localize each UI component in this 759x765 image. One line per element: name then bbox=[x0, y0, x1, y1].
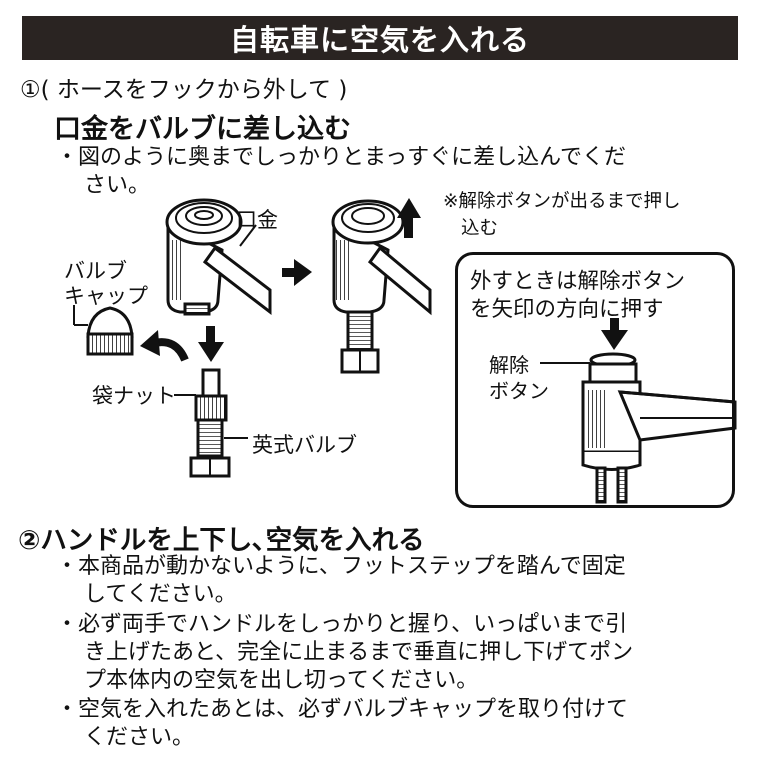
release-button-detail bbox=[540, 318, 737, 504]
step2-bullet1-line1: ・本商品が動かないように、フットステップを踏んで固定 bbox=[56, 554, 626, 579]
step1-heading: 口金をバルブに差し込む bbox=[54, 114, 351, 145]
step2-bullet3-line1: ・空気を入れたあとは、必ずバルブキャップを取り付けて bbox=[56, 697, 629, 722]
english-valve bbox=[174, 368, 248, 478]
arrow-down-icon bbox=[198, 326, 224, 362]
inset-text-line1: 外すときは解除ボタン bbox=[470, 269, 686, 294]
valve-cap bbox=[73, 305, 134, 356]
page-title-banner: 自転車に空気を入れる bbox=[22, 16, 738, 60]
step1-bullet-line1: ・図のように奥までしっかりとまっすぐに差し込んでくだ bbox=[56, 145, 627, 170]
note-line2: 込む bbox=[461, 218, 499, 239]
label-valve-cap-line2: キャップ bbox=[64, 284, 148, 308]
label-release-button-line1: 解除 bbox=[489, 353, 529, 377]
step2-bullet1-line2: してください。 bbox=[84, 582, 237, 607]
arrow-up-icon bbox=[397, 198, 421, 238]
step2-bullet2-line3: プ本体内の空気を出し切ってください。 bbox=[84, 668, 479, 693]
note-line1: ※解除ボタンが出るまで押し bbox=[443, 191, 681, 212]
step2-bullet2-line1: ・必ず両手でハンドルをしっかりと握り、いっぱいまで引 bbox=[56, 612, 628, 637]
step2-heading: ②ハンドルを上下し､空気を入れる bbox=[18, 525, 425, 556]
inset-box bbox=[455, 252, 735, 508]
step1-bullet-line2: さい。 bbox=[84, 173, 151, 198]
arrow-down-icon bbox=[601, 330, 628, 350]
pump-head-left bbox=[165, 198, 272, 316]
step2-bullet3-line2: ください。 bbox=[84, 725, 195, 750]
label-bag-nut: 袋ナット bbox=[92, 384, 176, 408]
label-valve-cap-line1: バルブ bbox=[64, 259, 127, 283]
label-kuchigane: 口金 bbox=[236, 208, 278, 232]
step1-number-line: ①( ホースをフックから外して ) bbox=[20, 77, 348, 103]
label-english-valve: 英式バルブ bbox=[252, 433, 357, 457]
pump-head-right bbox=[331, 199, 432, 374]
step2-bullet2-line2: き上げたあと、完全に止まるまで垂直に押し下げてポン bbox=[84, 640, 634, 665]
page-title: 自転車に空気を入れる bbox=[229, 23, 530, 57]
arrow-right-icon bbox=[282, 259, 312, 286]
label-release-button-line2: ボタン bbox=[489, 379, 549, 403]
inset-text-line2: を矢印の方向に押す bbox=[470, 297, 664, 322]
